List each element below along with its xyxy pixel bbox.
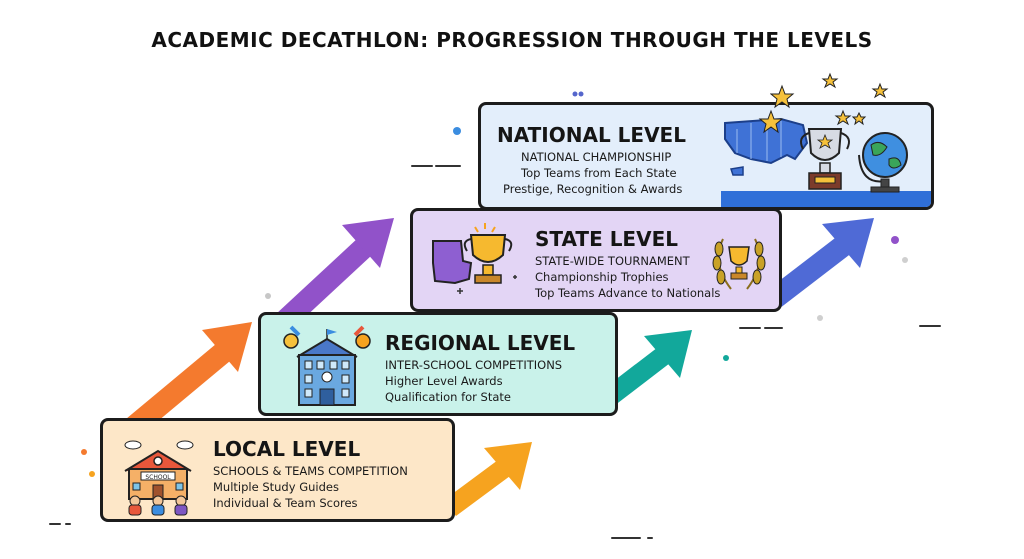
state-level-heading: STATE LEVEL	[535, 227, 678, 251]
usa-map-trophy-globe-icon	[724, 109, 908, 193]
blue-arrow-icon	[768, 218, 874, 307]
state-level-line-1: STATE-WIDE TOURNAMENT	[535, 254, 690, 268]
regional-level-card: REGIONAL LEVEL INTER-SCHOOL COMPETITIONS…	[258, 312, 618, 416]
teal-arrow-icon	[601, 330, 692, 406]
local-level-line-3: Individual & Team Scores	[213, 496, 358, 510]
regional-building-medals-icon	[283, 325, 371, 406]
state-level-line-3: Top Teams Advance to Nationals	[535, 286, 721, 300]
state-level-card: STATE LEVEL STATE-WIDE TOURNAMENT Champi…	[410, 208, 782, 312]
national-level-line-3: Prestige, Recognition & Awards	[503, 182, 683, 196]
decorative-dashes	[49, 165, 941, 539]
national-level-line-1: NATIONAL CHAMPIONSHIP	[521, 150, 672, 164]
yellow-arrow-icon	[444, 442, 532, 517]
state-level-line-2: Championship Trophies	[535, 270, 669, 284]
laurel-wreath-trophy-icon	[712, 238, 766, 290]
national-level-card: NATIONAL LEVEL NATIONAL CHAMPIONSHIP Top…	[478, 102, 934, 210]
national-card-blue-band	[721, 191, 931, 207]
national-level-heading: NATIONAL LEVEL	[497, 123, 686, 147]
decorative-dots	[81, 91, 908, 477]
school-building-students-icon: SCHOOL	[124, 440, 194, 516]
regional-level-line-3: Qualification for State	[385, 390, 511, 404]
regional-level-heading: REGIONAL LEVEL	[385, 331, 576, 355]
star-cluster-icon	[770, 72, 889, 109]
page-title: ACADEMIC DECATHLON: PROGRESSION THROUGH …	[151, 28, 873, 52]
regional-level-line-1: INTER-SCHOOL COMPETITIONS	[385, 358, 563, 372]
national-level-line-2: Top Teams from Each State	[521, 166, 677, 180]
regional-level-line-2: Higher Level Awards	[385, 374, 503, 388]
school-sign-label: SCHOOL	[145, 474, 171, 481]
local-level-heading: LOCAL LEVEL	[213, 437, 361, 461]
local-level-line-2: Multiple Study Guides	[213, 480, 339, 494]
orange-arrow-icon	[122, 322, 252, 439]
local-level-card: SCHOOL LOCAL LEVEL SCHOOLS & TEAMS COMPE…	[100, 418, 455, 522]
local-level-line-1: SCHOOLS & TEAMS COMPETITION	[213, 464, 408, 478]
state-map-trophy-icon	[432, 223, 517, 294]
